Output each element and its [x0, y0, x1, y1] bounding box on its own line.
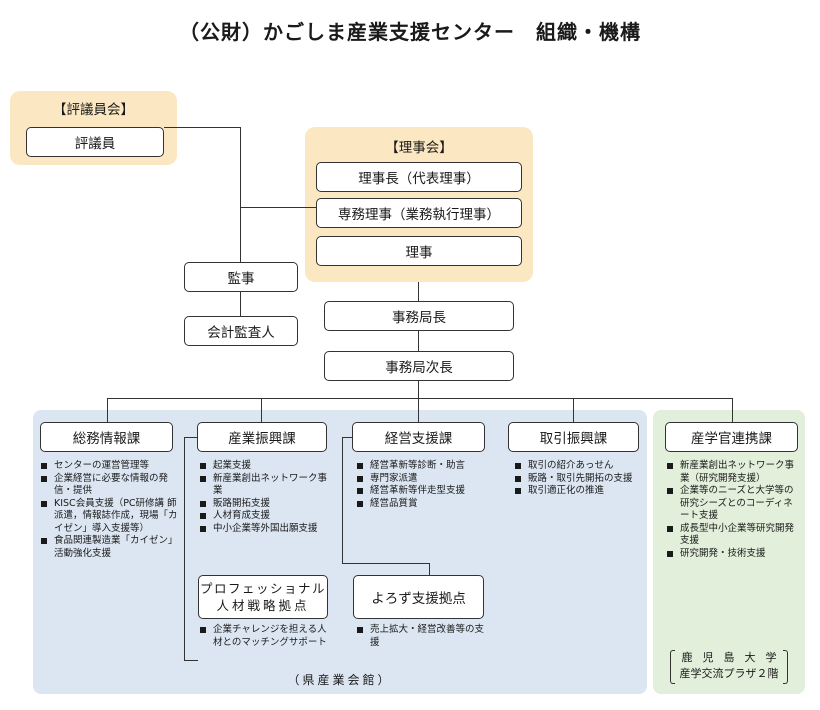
connector-main-v — [240, 127, 241, 262]
location-university-line1: 鹿児島大学 — [681, 651, 787, 664]
dept-industry-academia-tasks: 新産業創出ネットワーク事業（研究開発支援） 企業等のニーズと大学等の研究シーズと… — [666, 460, 800, 560]
task-item: 成長型中小企業等研究開発支援 — [666, 523, 800, 548]
bracket-right — [783, 650, 788, 684]
location-prefecture-label: （県産業会館） — [287, 673, 393, 687]
task-item: 人材育成支援 — [199, 510, 334, 523]
task-item: 経営革新等伴走型支援 — [356, 485, 496, 498]
dept-general-affairs-tasks: センターの運営管理等 企業経営に必要な情報の発信・提供 KISC会員支援（PC研… — [40, 460, 178, 560]
connector-hub1-h — [184, 437, 198, 438]
board-director-box: 理事 — [316, 236, 522, 266]
task-item: 食品関連製造業「カイゼン」活動強化支援 — [40, 535, 178, 560]
dept-industry-academia-box: 産学官連携課 — [665, 422, 798, 452]
task-item: 起業支援 — [199, 460, 334, 473]
hub-yorozu-box: よろず支援拠点 — [353, 575, 484, 619]
council-label: 【評議員会】 — [53, 102, 134, 118]
dept-management-support-tasks: 経営革新等診断・助言 専門家派遣 経営革新等伴走型支援 経営品質賞 — [356, 460, 496, 510]
board-label: 【理事会】 — [385, 140, 453, 156]
connector-secgen-deputy-v — [418, 330, 419, 351]
task-item: 販路・取引先開拓の支援 — [514, 473, 644, 486]
connector-council-h — [164, 127, 241, 128]
board-executive-box: 専務理事（業務執行理事） — [316, 198, 522, 228]
connector-hub2-v — [342, 437, 343, 563]
connector-board-secgen-v — [418, 282, 419, 301]
task-item: 取引の紹介あっせん — [514, 460, 644, 473]
connector-hub2-h — [342, 437, 352, 438]
connector-hub2-v2 — [429, 563, 430, 575]
dept-management-support-box: 経営支援課 — [352, 422, 485, 452]
task-item: 企業等のニーズと大学等の研究シーズとのコーディネート支援 — [666, 485, 800, 523]
dept-general-affairs-box: 総務情報課 — [40, 422, 173, 452]
connector-hub1-h2 — [184, 660, 198, 661]
hub-professional-name-line1: プロフェッショナル — [199, 581, 326, 596]
prefecture-panel — [33, 410, 647, 694]
task-item: 取引適正化の推進 — [514, 485, 644, 498]
dept-trade-promotion-tasks: 取引の紹介あっせん 販路・取引先開拓の支援 取引適正化の推進 — [514, 460, 644, 498]
connector-auditor-v — [240, 291, 241, 316]
accounting-auditor-box: 会計監査人 — [184, 316, 298, 346]
connector-dept2-v — [261, 398, 262, 422]
task-item: 新産業創出ネットワーク事業（研究開発支援） — [666, 460, 800, 485]
connector-hub1-v — [184, 437, 185, 660]
deputy-secretary-general-box: 事務局次長 — [324, 351, 514, 381]
hub-yorozu-tasks: 売上拡大・経営改善等の支援 — [356, 624, 486, 649]
task-item: KISC会員支援（PC研修講 師派遣，情報誌作成，現場「カイゼン」導入支援等） — [40, 498, 178, 536]
page-title: （公財）かごしま産業支援センター 組織・機構 — [179, 20, 641, 44]
hub-professional-box: プロフェッショナル 人材戦略拠点 — [198, 575, 328, 619]
connector-dept4-v — [573, 398, 574, 422]
board-chair-box: 理事長（代表理事） — [316, 162, 522, 192]
task-item: 経営品質賞 — [356, 498, 496, 511]
dept-industry-promotion-box: 産業振興課 — [197, 422, 327, 452]
connector-board-h — [240, 207, 316, 208]
connector-dept3-v — [418, 398, 419, 422]
hub-professional-name-line2: 人材戦略拠点 — [216, 598, 310, 613]
secretary-general-box: 事務局長 — [324, 301, 514, 331]
university-panel — [653, 410, 805, 694]
connector-hub2-h2 — [342, 563, 430, 564]
location-university-line2: 産学交流プラザ２階 — [679, 667, 779, 680]
connector-dept5-v — [732, 398, 733, 422]
task-item: 売上拡大・経営改善等の支援 — [356, 624, 486, 649]
bracket-left — [670, 650, 675, 684]
connector-dept1-v — [107, 398, 108, 422]
task-item: 経営革新等診断・助言 — [356, 460, 496, 473]
dept-trade-promotion-box: 取引振興課 — [508, 422, 639, 452]
connector-deputy-bus-v — [418, 381, 419, 398]
auditor-box: 監事 — [184, 262, 298, 292]
task-item: 研究開発・技術支援 — [666, 548, 800, 561]
task-item: 販路開拓支援 — [199, 498, 334, 511]
council-member-box: 評議員 — [26, 127, 164, 157]
task-item: 企業経営に必要な情報の発信・提供 — [40, 473, 178, 498]
hub-professional-tasks: 企業チャレンジを担える人材とのマッチングサポート — [199, 624, 334, 649]
location-university-label: 鹿児島大学 産学交流プラザ２階 — [670, 650, 788, 684]
dept-industry-promotion-tasks: 起業支援 新産業創出ネットワーク事業 販路開拓支援 人材育成支援 中小企業等外国… — [199, 460, 334, 535]
task-item: センターの運営管理等 — [40, 460, 178, 473]
task-item: 専門家派遣 — [356, 473, 496, 486]
connector-bus-h — [107, 398, 733, 399]
task-item: 新産業創出ネットワーク事業 — [199, 473, 334, 498]
task-item: 企業チャレンジを担える人材とのマッチングサポート — [199, 624, 334, 649]
task-item: 中小企業等外国出願支援 — [199, 523, 334, 536]
